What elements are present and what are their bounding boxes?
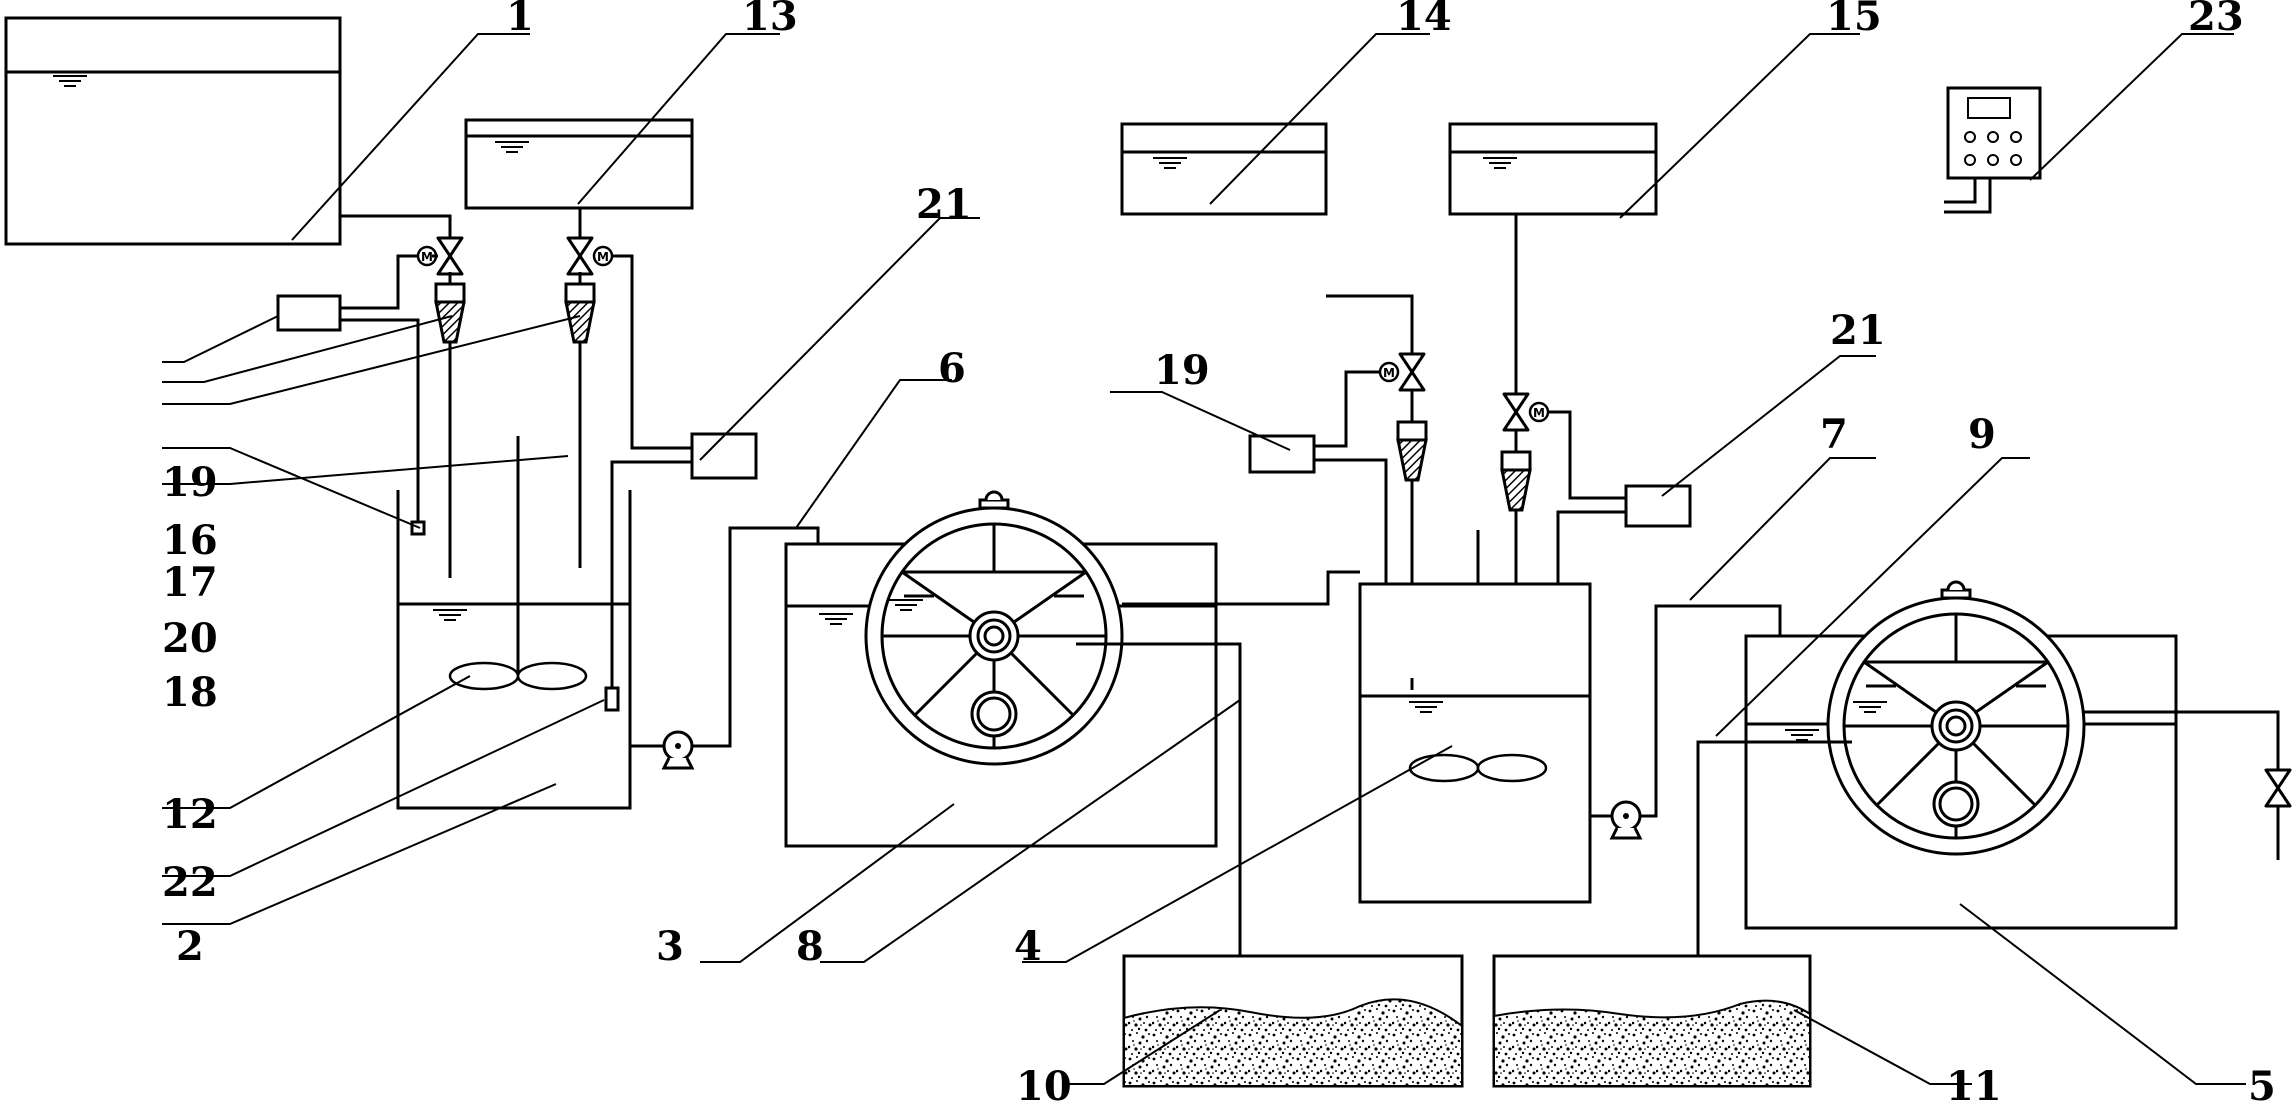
- mixing-tank-2: [396, 490, 632, 810]
- label-13: 13: [742, 0, 798, 40]
- label-15: 15: [1826, 0, 1882, 40]
- label-19-right: 19: [1154, 347, 1210, 394]
- label-19-left: 19: [162, 459, 218, 506]
- tank-1: [4, 16, 342, 246]
- label-18: 18: [162, 669, 218, 716]
- label-21-left: 21: [916, 181, 972, 228]
- left-dosing-assembly: [276, 208, 758, 712]
- label-2: 2: [176, 923, 204, 970]
- label-21-right: 21: [1830, 307, 1886, 354]
- label-7: 7: [1820, 411, 1848, 458]
- drum-filter-5: [1696, 580, 2292, 990]
- tank-13: [464, 118, 694, 210]
- label-6: 6: [938, 345, 966, 392]
- label-14: 14: [1396, 0, 1452, 40]
- label-22: 22: [162, 859, 218, 906]
- label-1: 1: [506, 0, 534, 40]
- label-3: 3: [656, 923, 684, 970]
- tank-15: [1448, 122, 1658, 216]
- label-23: 23: [2188, 0, 2244, 40]
- label-9: 9: [1968, 411, 1996, 458]
- label-17: 17: [162, 559, 218, 606]
- label-8: 8: [796, 923, 824, 970]
- label-11: 11: [1946, 1063, 2002, 1110]
- sludge-tank-10: [1122, 954, 1464, 1088]
- drum-filter-3: [784, 490, 1360, 990]
- label-4: 4: [1014, 923, 1042, 970]
- tank-14: [1120, 122, 1328, 216]
- label-10: 10: [1016, 1063, 1072, 1110]
- mixing-tank-4: [1358, 582, 1592, 904]
- part-labels: 1 13 14 15 23 21 6 21 19 7 9 19 16 17 20…: [162, 0, 2276, 1110]
- label-20: 20: [162, 615, 218, 662]
- label-5: 5: [2248, 1063, 2276, 1110]
- sludge-tank-11: [1492, 954, 1812, 1088]
- label-12: 12: [162, 791, 218, 838]
- leader-lines: [162, 33, 2246, 1085]
- control-panel-23: [1944, 86, 2042, 214]
- label-16: 16: [162, 517, 218, 564]
